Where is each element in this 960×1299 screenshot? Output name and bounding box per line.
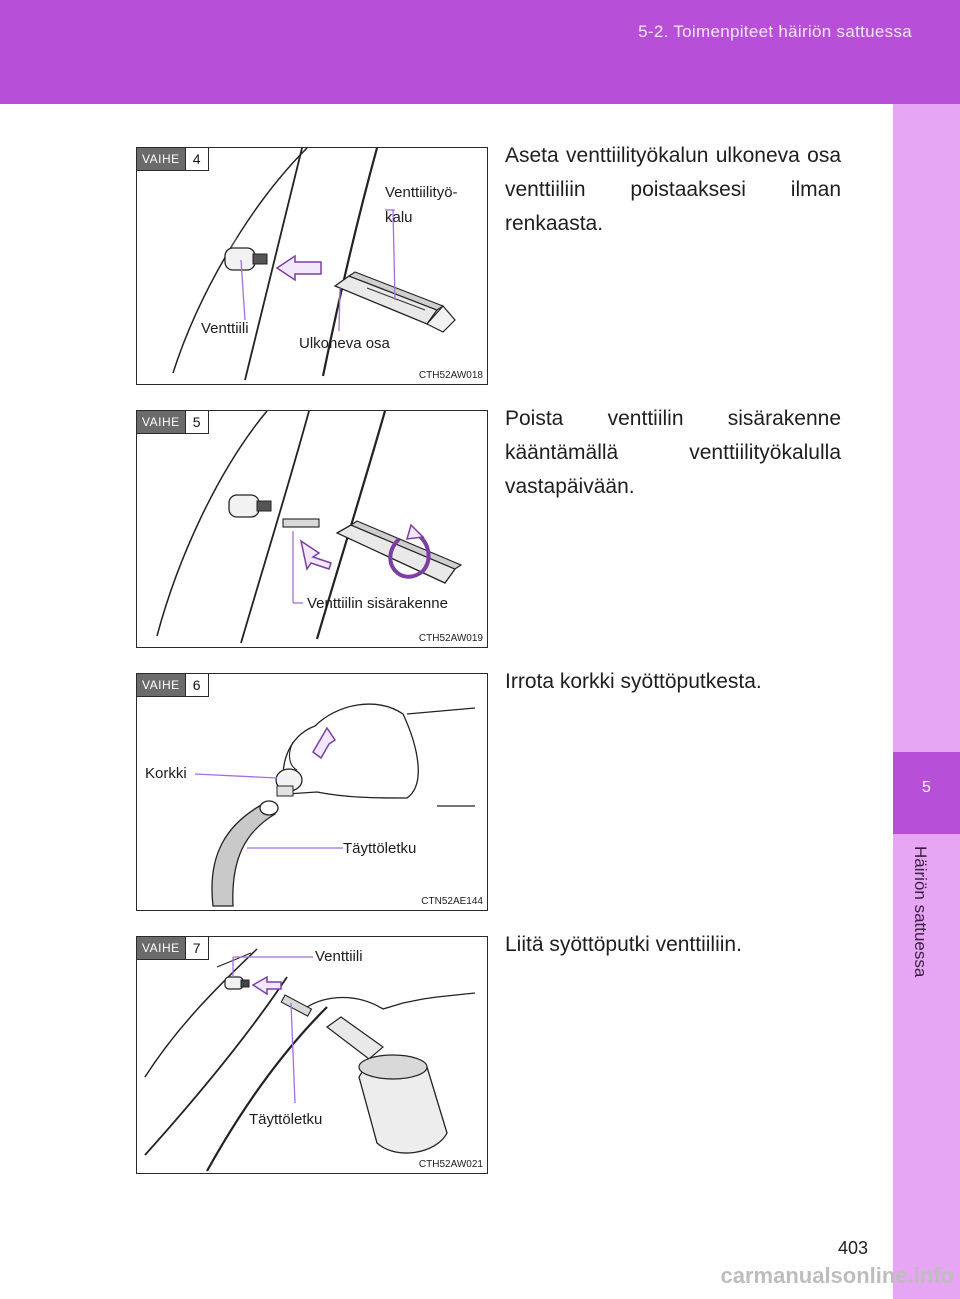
chapter-number: 5 — [922, 779, 931, 796]
step-5-figure: VAIHE 5 Venttiilin sisärakenne CTH52AW01… — [136, 410, 488, 648]
step-4-badge: VAIHE 4 — [137, 148, 209, 171]
label-valve-core: Venttiilin sisärakenne — [307, 595, 448, 612]
step-badge-number: 6 — [184, 674, 208, 696]
step-6-figure: VAIHE 6 Korkki Täyttöletku CTN52AE144 — [136, 673, 488, 911]
figure-code: CTH52AW021 — [418, 1159, 483, 1170]
figure-code: CTN52AE144 — [421, 896, 483, 907]
step-4-text: Aseta venttiilityökalun ulkoneva osa ven… — [505, 144, 841, 235]
label-tool-line1: Venttiilityö- — [385, 184, 458, 201]
step-6-badge: VAIHE 6 — [137, 674, 209, 697]
step-badge-number: 4 — [184, 148, 208, 170]
figure-code: CTH52AW019 — [418, 633, 483, 644]
page-number: 403 — [838, 1238, 869, 1258]
step-badge-word: VAIHE — [137, 148, 185, 170]
step-badge-number: 7 — [184, 937, 208, 959]
figure-code: CTH52AW018 — [418, 370, 483, 381]
header-bar: 5-2. Toimenpiteet häiriön sattuessa — [0, 0, 960, 104]
label-valve: Venttiili — [315, 948, 363, 965]
label-hose: Täyttöletku — [343, 840, 417, 857]
step-5-illustration — [156, 411, 463, 644]
step-4-figure: VAIHE 4 Venttiilityö- kalu Venttiili Ulk… — [136, 147, 488, 385]
step-5-text: Poista venttiilin sisärakenne kääntämäll… — [505, 407, 841, 498]
label-valve: Venttiili — [201, 320, 249, 337]
label-protrusion: Ulkoneva osa — [299, 335, 390, 352]
step-4-illustration — [172, 148, 456, 381]
step-badge-word: VAIHE — [137, 411, 185, 433]
step-7-text: Liitä syöttöputki venttiiliin. — [505, 933, 742, 956]
section-title: 5-2. Toimenpiteet häiriön sattuessa — [638, 22, 912, 41]
step-6-illustration — [194, 703, 476, 907]
chapter-label: Häiriön sattuessa — [911, 846, 930, 978]
step-badge-word: VAIHE — [137, 937, 185, 959]
step-7-illustration — [144, 948, 476, 1172]
chapter-side-tab — [893, 104, 960, 1299]
chapter-number-tab — [893, 752, 960, 834]
step-6-text: Irrota korkki syöttöputkesta. — [505, 670, 762, 693]
label-tool-line2: kalu — [385, 209, 413, 226]
step-7-figure: VAIHE 7 Venttiili Täyttöletku CTH52AW021 — [136, 936, 488, 1174]
step-5-badge: VAIHE 5 — [137, 411, 209, 434]
step-7-badge: VAIHE 7 — [137, 937, 209, 960]
label-hose: Täyttöletku — [249, 1111, 323, 1128]
label-cap: Korkki — [145, 765, 187, 782]
step-badge-word: VAIHE — [137, 674, 185, 696]
watermark: carmanualsonline.info — [720, 1263, 955, 1288]
step-badge-number: 5 — [184, 411, 208, 433]
